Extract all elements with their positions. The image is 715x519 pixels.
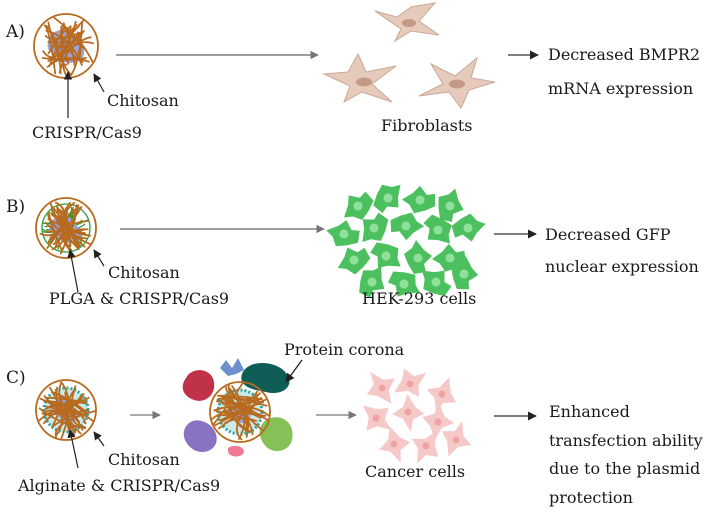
pointer-cargo-b [67,249,79,293]
hek-293-cell [362,212,389,242]
hek-293-cell [451,213,486,242]
cancer-cell [366,372,395,404]
cancer-cell [392,393,425,432]
hek-293-cell [370,242,401,268]
cancer-cell [422,402,454,440]
corona-protein-teal [241,362,290,394]
chitosan-nanoparticle-a [33,13,99,79]
fibroblast-cell [418,56,496,109]
outcome-a-line-1: Decreased BMPR2 [548,45,700,64]
protein-corona-particle [182,358,293,457]
hek-293-cells-group [326,184,486,298]
chitosan-plga-nanoparticle-b [35,197,97,259]
hek-293-cell [359,266,385,298]
chitosan-strands-c [35,379,97,441]
corona-protein-green [259,417,293,452]
outcome-a-line-2: mRNA expression [548,79,693,98]
chitosan-label-b: Chitosan [108,263,180,282]
panel-a-letter: A) [5,22,25,42]
panel-b: B) Chitosan PLGA & CRISPR/Cas9 HEK-293 c… [6,184,699,308]
hek-293-cell [421,270,452,297]
hek-293-cell [401,185,436,214]
hek-293-cell [438,188,464,223]
pointer-chitosan-a [93,73,105,93]
protein-corona-label: Protein corona [284,340,405,359]
outcome-c-line-4: protection [549,488,633,507]
corona-protein-blue [220,358,244,376]
corona-protein-purple [183,420,217,453]
cancer-cells-label: Cancer cells [365,462,465,481]
fibroblasts-group [322,2,496,109]
chitosan-label-c: Chitosan [108,450,180,469]
pointer-chitosan-c [93,431,105,447]
outcome-b-line-2: nuclear expression [545,257,699,276]
cas9-label-a: CRISPR/Cas9 [32,123,142,142]
panel-b-letter: B) [6,197,25,217]
hek-293-cell [387,271,420,297]
cancer-cell [442,420,472,457]
fibroblasts-label: Fibroblasts [381,116,473,135]
cancer-cell [411,430,439,464]
hek-293-cell [390,212,425,241]
cancer-cells-group [362,368,472,464]
outcome-c-line-2: transfection ability [549,431,703,450]
hek-293-cell [404,240,432,274]
panel-a: A) Chitosan CRISPR/C [5,2,700,142]
chitosan-strands-corona [209,381,271,443]
pointer-chitosan-b [93,249,105,267]
hek-293-cell [337,247,371,275]
corona-protein-red [182,370,215,401]
cancer-cell [426,377,457,414]
chitosan-alginate-nanoparticle-c [35,379,97,441]
hek-293-cell [373,184,401,214]
hek-293-cell [423,214,452,244]
hek-293-cell [343,191,374,220]
cancer-cell [394,368,427,398]
chitosan-strands-a [33,13,99,79]
hek-293-cell [326,220,360,247]
panel-c: C) Protein corona Chitosan [6,340,703,507]
outcome-c-line-3: due to the plasmid [549,459,700,478]
hek-293-cell [451,255,479,290]
pointer-protein-corona [285,359,303,383]
hek-293-label: HEK-293 cells [362,289,476,308]
cargo-label-b: PLGA & CRISPR/Cas9 [49,289,229,308]
chitosan-strands-b [35,197,97,259]
fibroblast-cell [322,52,397,104]
panel-c-letter: C) [6,368,26,388]
pointer-cargo-c [67,429,79,469]
outcome-b-line-1: Decreased GFP [545,225,671,244]
cargo-label-c: Alginate & CRISPR/Cas9 [17,476,220,495]
corona-protein-pink [228,445,244,457]
fibroblast-cell [374,2,440,43]
chitosan-label-a: Chitosan [107,91,179,110]
cancer-cell [362,405,392,431]
cancer-cell [378,426,411,463]
outcome-c-line-1: Enhanced [549,402,630,421]
